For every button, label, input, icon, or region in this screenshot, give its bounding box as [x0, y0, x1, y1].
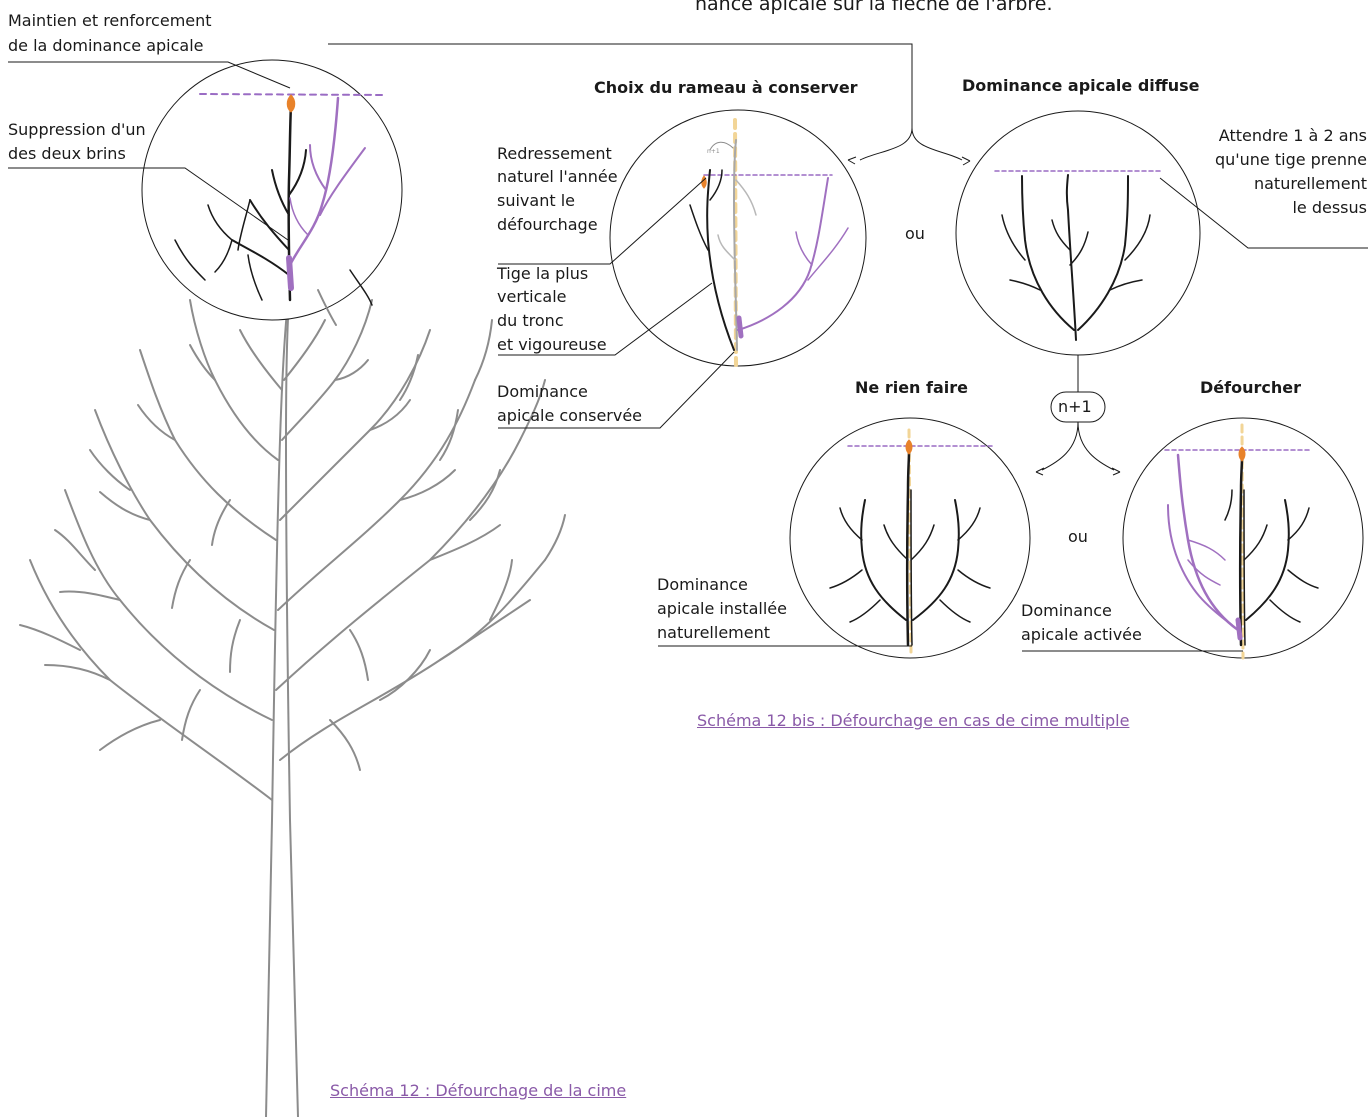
label-ou-bottom: ou: [1068, 526, 1088, 547]
label-activee-line1: Dominance: [1021, 600, 1112, 621]
large-tree: [20, 300, 565, 1117]
label-tige-line2: verticale: [497, 286, 567, 307]
small-step-label: n+1: [707, 148, 720, 155]
label-activee-line2: apicale activée: [1021, 624, 1142, 645]
label-attendre-line2: qu'une tige prenne: [1215, 149, 1367, 170]
label-redressement-line4: défourchage: [497, 214, 598, 235]
label-tige-line3: du tronc: [497, 310, 564, 331]
label-attendre-line4: le dessus: [1292, 197, 1367, 218]
label-installee-line2: apicale installée: [657, 598, 787, 619]
caption-right: Schéma 12 bis : Défourchage en cas de ci…: [697, 710, 1129, 731]
label-suppression-line1: Suppression d'un: [8, 119, 146, 140]
label-tige-line1: Tige la plus: [497, 263, 588, 284]
label-tige-line4: et vigoureuse: [497, 334, 607, 355]
label-installee-line3: naturellement: [657, 622, 770, 643]
split-arrows-top: [848, 128, 970, 165]
label-apical-line2: de la dominance apicale: [8, 35, 204, 56]
step-pill-label: n+1: [1058, 396, 1092, 417]
heading-defourcher: Défourcher: [1200, 377, 1301, 398]
label-redressement-line1: Redressement: [497, 143, 612, 164]
label-apical-line1: Maintien et renforcement: [8, 10, 212, 31]
label-installee-line1: Dominance: [657, 574, 748, 595]
circle-diffuse: [956, 111, 1200, 355]
split-arrows-bottom: [1036, 422, 1120, 475]
label-conservee-line1: Dominance: [497, 381, 588, 402]
heading-rien: Ne rien faire: [855, 377, 968, 398]
heading-diffuse: Dominance apicale diffuse: [962, 75, 1200, 96]
zoom-circle-left: [142, 60, 402, 320]
label-ou-top: ou: [905, 223, 925, 244]
top-partial-text: nance apicale sur la flèche de l'arbre.: [695, 0, 1053, 15]
label-suppression-line2: des deux brins: [8, 143, 126, 164]
label-conservee-line2: apicale conservée: [497, 405, 642, 426]
label-redressement-line3: suivant le: [497, 190, 575, 211]
caption-left: Schéma 12 : Défourchage de la cime: [330, 1080, 626, 1101]
label-attendre-line3: naturellement: [1254, 173, 1367, 194]
heading-choix: Choix du rameau à conserver: [594, 77, 858, 98]
label-attendre-line1: Attendre 1 à 2 ans: [1219, 125, 1367, 146]
label-redressement-line2: naturel l'année: [497, 166, 618, 187]
